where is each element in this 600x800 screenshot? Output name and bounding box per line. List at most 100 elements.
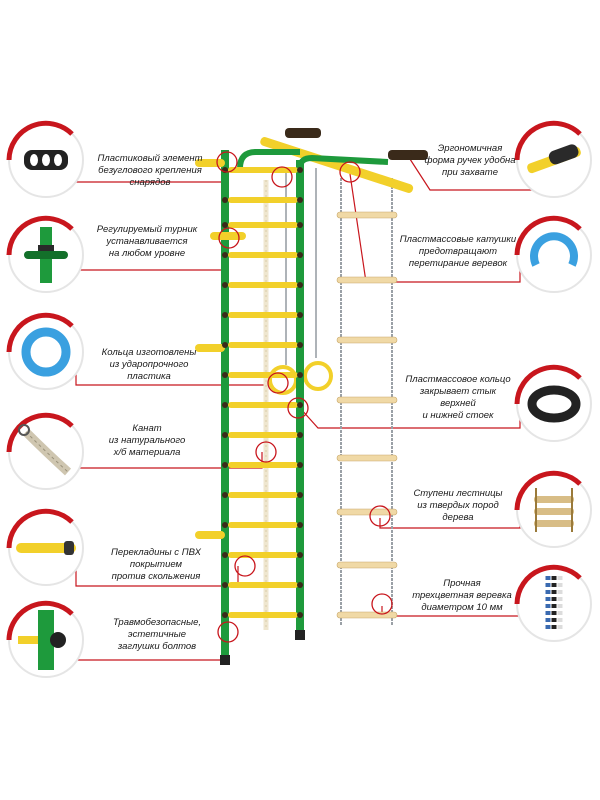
wall-bar-rung (228, 252, 298, 258)
bolt-cap-icon (18, 610, 66, 670)
bolt-cap (297, 492, 303, 498)
bolt-cap (222, 282, 228, 288)
bolt-cap (222, 492, 228, 498)
wall-bars-illustration (195, 128, 428, 665)
callout-ring-accent (6, 600, 74, 641)
callout-markers (216, 151, 393, 643)
bolt-cap (222, 312, 228, 318)
ladder-steps-icon (534, 488, 574, 532)
bolt-cap (297, 432, 303, 438)
ladder-rung (336, 211, 398, 219)
bolt-cap (222, 372, 228, 378)
caption-ladder-steps: Ступени лестницы из твердых пород дерева (413, 488, 503, 523)
caption-plastic-spools: Пластмассовые катушки предотвращают пере… (399, 234, 517, 269)
marker-circle (267, 372, 289, 394)
bolt-cap (297, 582, 303, 588)
bolt-cap (297, 197, 303, 203)
bolt-cap (222, 222, 228, 228)
rope-icon (18, 424, 72, 476)
foot-cap-right (295, 630, 305, 640)
callout-icons (6, 120, 592, 678)
bolt-cap (297, 282, 303, 288)
pvc-bar-icon (16, 541, 76, 555)
ladder-rung (336, 336, 398, 344)
wall-bar-rung (228, 432, 298, 438)
wall-bar-rung (228, 582, 298, 588)
marker-circle (287, 397, 309, 419)
callout-ring-accent (514, 470, 582, 511)
ladder-rung (336, 454, 398, 462)
ladder-rung (336, 276, 398, 284)
caption-safety-caps: Травмобезопасные, эстетичные заглушки бо… (112, 617, 202, 652)
callout-adjustable-bar (6, 215, 84, 293)
bolt-cap (222, 402, 228, 408)
bolt-cap (297, 342, 303, 348)
bolt-cap (222, 552, 228, 558)
bolt-cap (297, 252, 303, 258)
gym-ring-right (303, 361, 333, 391)
caption-ergonomic-handles: Эргономичная форма ручек удобна при захв… (424, 143, 516, 178)
callout-tricolor-rope (514, 564, 592, 642)
wall-bar-rung (228, 342, 298, 348)
wall-bar-rung (228, 462, 298, 468)
bolt-cap (297, 402, 303, 408)
bolt-cap (297, 462, 303, 468)
callout-ring-accent (6, 508, 74, 549)
joint-ring-icon (527, 385, 581, 423)
bolt-cap (222, 342, 228, 348)
callout-safety-caps (6, 600, 84, 678)
bolt-cap (297, 612, 303, 618)
wall-bar-rung (228, 372, 298, 378)
callout-ergonomic-handles (514, 120, 592, 198)
bracket-arm-left (237, 149, 300, 169)
caption-plastic-fixing: Пластиковый элемент безуглового креплени… (97, 153, 203, 188)
handle-grip-icon (527, 144, 581, 174)
callout-pvc-bars (6, 508, 84, 586)
callout-ring-accent (514, 564, 582, 605)
caption-adjustable-bar: Регулируемый турник устанавливается на л… (96, 224, 198, 259)
bolt-cap (297, 312, 303, 318)
marker-circle (271, 166, 293, 188)
bolt-cap (222, 462, 228, 468)
handle-grip-right (388, 150, 428, 160)
callout-ring-accent (6, 312, 74, 353)
marker-circle (339, 161, 361, 183)
wall-bar-rung (228, 492, 298, 498)
callout-plastic-fixing (6, 120, 84, 198)
callout-ring-accent (6, 215, 74, 256)
ladder-rung (336, 561, 398, 569)
callout-joint-ring (514, 364, 592, 442)
callout-ring-accent (514, 215, 582, 256)
side-bar (195, 344, 225, 352)
connector-line (349, 173, 521, 283)
callout-ladder-steps (514, 470, 592, 548)
wall-bar-rung (228, 552, 298, 558)
foot-cap-left (220, 655, 230, 665)
bolt-cap (222, 582, 228, 588)
bolt-cap (222, 522, 228, 528)
caption-joint-ring: Пластмассовое кольцо закрывает стык верх… (405, 374, 511, 421)
wall-bar-rung (228, 312, 298, 318)
marker-circle (369, 505, 391, 527)
callout-ring-accent (6, 412, 74, 453)
spool-icon (530, 232, 578, 267)
marker-circle (216, 151, 238, 173)
bolt-cap (222, 252, 228, 258)
ring-icon (21, 327, 71, 377)
bolt-cap (297, 552, 303, 558)
bolt-cap (297, 222, 303, 228)
wall-bar-rung (228, 197, 298, 203)
bolt-cap (222, 197, 228, 203)
handle-grip (285, 128, 321, 138)
side-bar (195, 531, 225, 539)
adjustable-bar-icon (24, 227, 68, 283)
bolt-cap (297, 522, 303, 528)
ladder-rung (336, 611, 398, 619)
bolt-cap (222, 612, 228, 618)
wall-bar-rung (228, 282, 298, 288)
tricolor-rope-icon (545, 576, 563, 632)
callout-rope (6, 412, 84, 490)
upright-right (296, 160, 304, 635)
wall-bar-rung (228, 222, 298, 228)
